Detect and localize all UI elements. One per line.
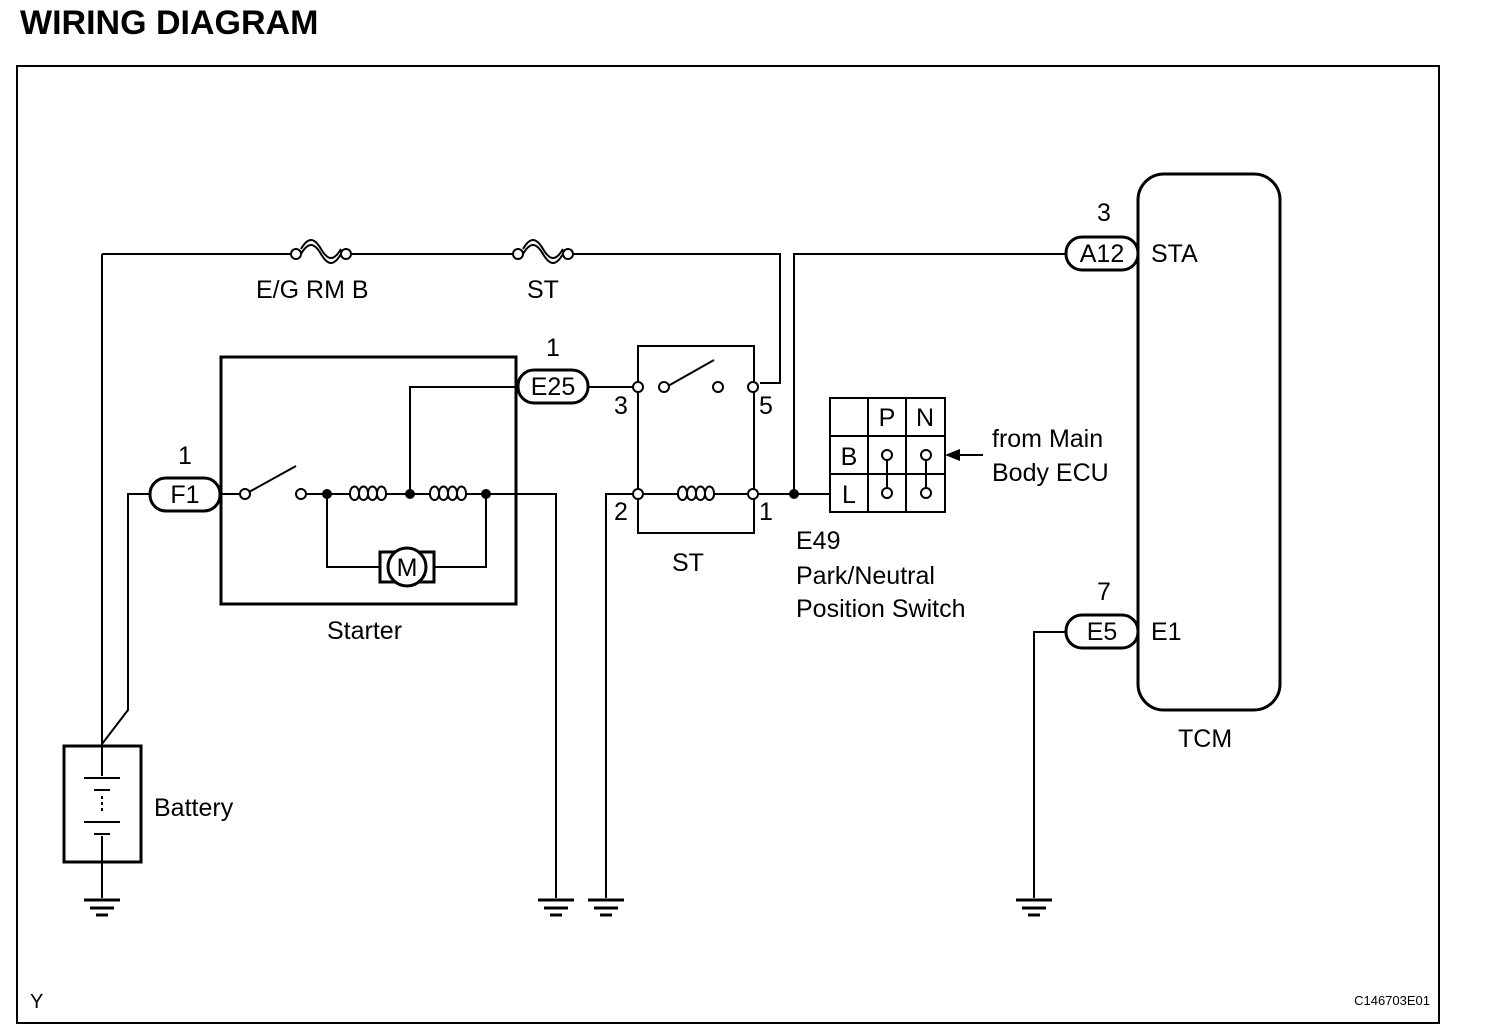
pnp-source-line1: from Main	[992, 425, 1103, 453]
fuse-eg-rm-b-label: E/G RM B	[256, 276, 369, 304]
motor-icon: M	[378, 546, 436, 588]
continuity-icon	[881, 449, 893, 499]
relay-pin-1: 1	[759, 498, 773, 526]
arrow-left-icon	[945, 449, 983, 461]
pnp-name-line1: Park/Neutral	[796, 562, 935, 590]
battery-icon	[84, 748, 120, 862]
continuity-icon	[920, 449, 932, 499]
pnp-source-line2: Body ECU	[992, 459, 1109, 487]
connector-a12: A12 3 STA	[1064, 199, 1198, 272]
motor-label: M	[397, 554, 418, 582]
figure-code: C146703E01	[1354, 993, 1430, 1008]
connector-e5-name: E5	[1087, 618, 1118, 646]
connector-f1: F1 1	[148, 442, 222, 513]
footer-left-code: Y	[30, 991, 43, 1013]
tcm-label: TCM	[1178, 725, 1232, 753]
page-title: WIRING DIAGRAM	[20, 4, 319, 42]
starter-box	[219, 355, 518, 606]
pnp-code: E49	[796, 527, 840, 555]
pnp-row-b: B	[841, 443, 858, 471]
starter-switch-icon	[239, 465, 307, 500]
terminal-sta-label: STA	[1151, 240, 1198, 268]
st-relay-label: ST	[672, 549, 704, 577]
relay-switch-icon	[632, 359, 759, 393]
pnp-switch-table: P N B L	[829, 397, 946, 513]
connector-a12-pin: 3	[1097, 199, 1111, 227]
fuse-st-label: ST	[527, 276, 559, 304]
connector-e5: E5 7 E1	[1064, 578, 1182, 650]
connector-e25-pin: 1	[546, 334, 560, 362]
pnp-row-l: L	[842, 481, 856, 509]
battery-label: Battery	[154, 794, 234, 822]
connector-f1-name: F1	[170, 481, 199, 509]
relay-pin-3: 3	[614, 392, 628, 420]
connector-e25: E25 1	[516, 334, 590, 405]
pnp-col-n: N	[916, 404, 934, 432]
diagram-frame	[16, 65, 1440, 1024]
wires	[101, 253, 1138, 898]
junction-dot	[481, 489, 491, 499]
ground-icon	[84, 898, 120, 917]
ground-icon	[588, 898, 624, 917]
relay-coil-icon	[632, 485, 759, 501]
connector-e25-name: E25	[531, 373, 575, 401]
relay-pin-2: 2	[614, 498, 628, 526]
st-relay-box	[637, 345, 755, 534]
pnp-name-line2: Position Switch	[796, 595, 966, 623]
starter-coil-1-icon	[349, 485, 387, 501]
connector-e5-pin: 7	[1097, 578, 1111, 606]
starter-coil-2-icon	[429, 485, 467, 501]
pnp-col-p: P	[879, 404, 896, 432]
fuse-eg-rm-b-icon	[290, 239, 352, 264]
terminal-e1-label: E1	[1151, 618, 1182, 646]
ground-icon	[1016, 898, 1052, 917]
junction-dot	[789, 489, 799, 499]
junction-dot	[322, 489, 332, 499]
connector-a12-name: A12	[1080, 240, 1124, 268]
junction-dot	[405, 489, 415, 499]
connector-f1-pin: 1	[178, 442, 192, 470]
fuse-st-icon	[512, 239, 574, 264]
ground-icon	[538, 898, 574, 917]
starter-label: Starter	[327, 617, 402, 645]
relay-pin-5: 5	[759, 392, 773, 420]
tcm-box	[1136, 172, 1282, 712]
